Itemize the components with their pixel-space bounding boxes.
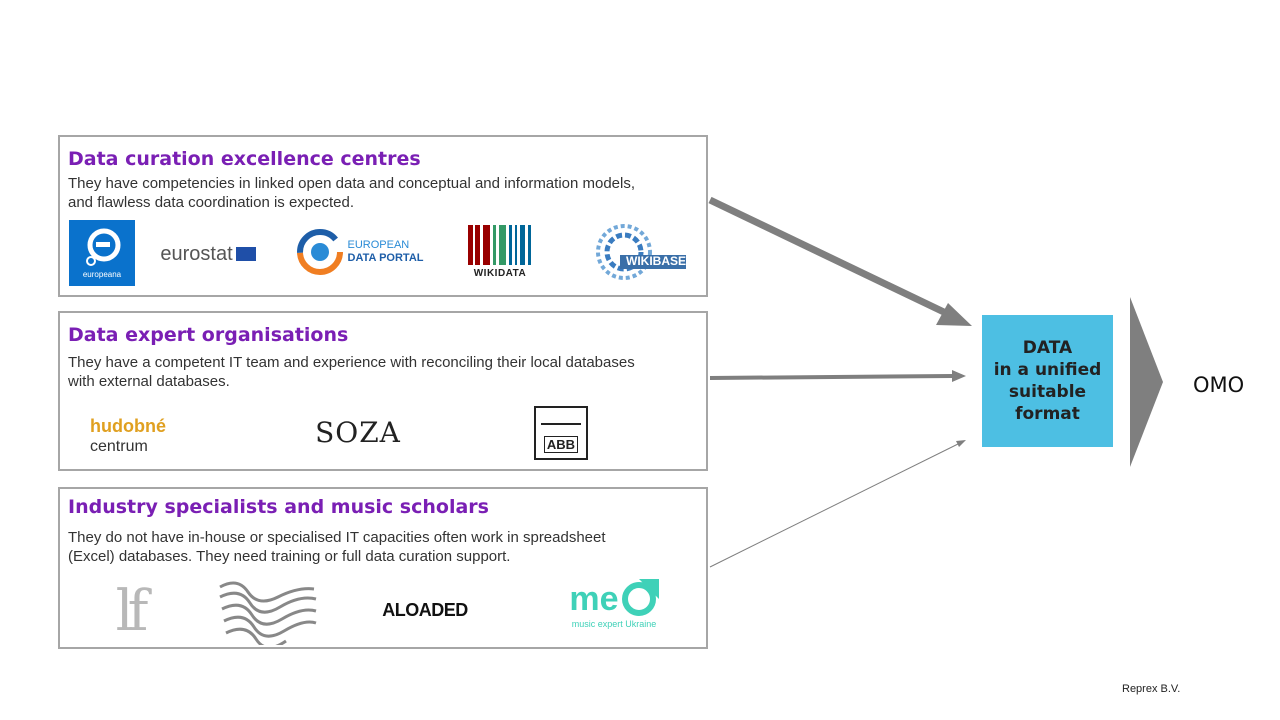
data-box-line: DATA (1022, 338, 1073, 358)
me-label: me (569, 580, 619, 618)
data-portal-label-1: EUROPEAN (347, 239, 410, 251)
panel-expert-organisations: Data expert organisations They have a co… (58, 311, 708, 471)
lf-label: lf (115, 578, 149, 644)
panel-industry-specialists: Industry specialists and music scholars … (58, 487, 708, 649)
arrow-panel3 (709, 443, 959, 568)
data-box-line: in a unified (993, 360, 1102, 380)
european-data-portal-logo: EUROPEAN DATA PORTAL (288, 225, 430, 279)
wikibase-logo: WIKIBASE (590, 221, 688, 283)
arrowhead-panel1 (936, 303, 972, 326)
arrow-panel2 (709, 374, 953, 380)
aloaded-logo: ALOADED (370, 597, 480, 623)
eu-flag-icon (235, 247, 256, 261)
eurostat-label: eurostat (160, 242, 233, 265)
credit-label: Reprex B.V. (1122, 683, 1181, 695)
description-line: They do not have in-house or specialised… (68, 529, 606, 546)
music-expert-ukraine-logo: me music expert Ukraine (554, 573, 674, 635)
hudobne-label: hudobné (90, 416, 166, 436)
panel-description: They have a competent IT team and experi… (68, 353, 688, 391)
europeana-logo: europeana (69, 220, 135, 286)
unified-data-box: DATA in a unified suitable format (982, 315, 1113, 447)
europeana-label: europeana (82, 270, 122, 279)
panel-title: Industry specialists and music scholars (68, 496, 489, 518)
soza-logo: SOZA (314, 409, 401, 455)
eurostat-logo: eurostat (150, 242, 266, 266)
yes-logo (218, 577, 320, 645)
omo-label: OMO (1193, 373, 1245, 397)
data-box-line: suitable (1008, 382, 1087, 402)
wikidata-label: WIKIDATA (473, 268, 527, 279)
centrum-label: centrum (90, 438, 148, 455)
data-portal-label-2: DATA PORTAL (347, 252, 424, 264)
lf-logo: lf (114, 577, 149, 645)
yes-pattern-icon (219, 581, 317, 645)
me-sublabel: music expert Ukraine (571, 619, 657, 629)
me-arrow-icon (621, 579, 659, 616)
description-line: with external databases. (68, 373, 230, 390)
abb-top-icon (541, 413, 581, 426)
wikibase-label: WIKIBASE (626, 254, 686, 268)
description-line: They have a competent IT team and experi… (68, 354, 635, 371)
wikibase-icon (596, 224, 686, 280)
abb-label: ABB (543, 435, 579, 453)
panel-title: Data expert organisations (68, 324, 349, 346)
wikidata-barcode-icon (468, 225, 531, 265)
europeana-icon (86, 228, 121, 266)
soza-label: SOZA (315, 415, 401, 449)
panel-description: They do not have in-house or specialised… (68, 528, 688, 566)
arrowhead-panel3 (956, 440, 966, 447)
panel-title: Data curation excellence centres (68, 148, 421, 170)
hudobne-centrum-logo: hudobné centrum (90, 409, 174, 463)
panel-curation-centres: Data curation excellence centres They ha… (58, 135, 708, 297)
data-box-line: format (1015, 404, 1080, 424)
arrowhead-panel2 (952, 370, 966, 382)
wikidata-logo: WIKIDATA (464, 222, 536, 282)
panel-description: They have competencies in linked open da… (68, 174, 688, 212)
arrow-panel1 (708, 196, 950, 318)
aloaded-label: ALOADED (382, 599, 468, 620)
data-portal-icon (296, 229, 343, 275)
description-line: and flawless data coordination is expect… (68, 194, 355, 211)
description-line: They have competencies in linked open da… (68, 175, 636, 192)
description-line: (Excel) databases. They need training or… (68, 548, 511, 565)
arrow-to-omo (1130, 297, 1163, 467)
abb-logo: ABB (534, 406, 588, 460)
